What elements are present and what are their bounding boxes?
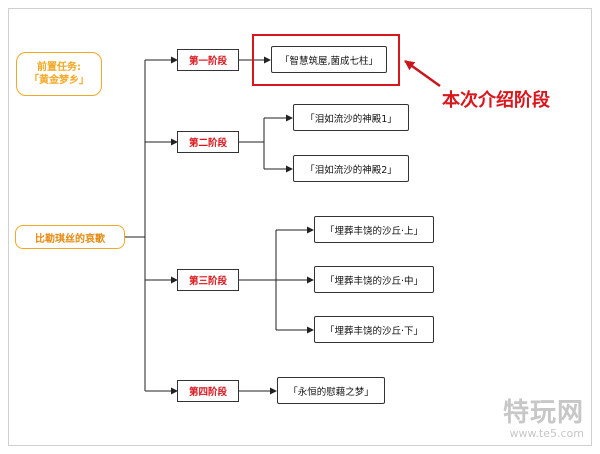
diagram-frame — [8, 8, 592, 446]
quest-3-2: 「埋葬丰饶的沙丘·中」 — [314, 266, 434, 293]
annotation-label: 本次介绍阶段 — [442, 90, 550, 111]
prerequisite-line1: 前置任务: — [37, 62, 81, 73]
stage-3-label: 第三阶段 — [188, 276, 227, 287]
site-watermark: 特玩网 www.te5.com — [503, 392, 584, 440]
stage-3: 第三阶段 — [177, 269, 239, 291]
stage-4-label: 第四阶段 — [188, 387, 227, 398]
quest-label: 「埋葬丰饶的沙丘·中」 — [324, 275, 424, 287]
annotation-arrow — [404, 59, 441, 88]
root-quest-label: 比勒琪丝的哀歌 — [35, 233, 105, 245]
current-stage-highlight — [252, 34, 400, 86]
quest-label: 「泪如流沙的神殿1」 — [305, 113, 397, 125]
prerequisite-line2: 「黄金梦乡」 — [29, 75, 89, 86]
stage-1: 第一阶段 — [177, 49, 239, 71]
stage-2-label: 第二阶段 — [188, 138, 227, 149]
quest-label: 「埋葬丰饶的沙丘·下」 — [324, 325, 424, 337]
stage-2: 第二阶段 — [177, 131, 239, 153]
quest-4-1: 「永恒的慰藉之梦」 — [277, 377, 385, 404]
prerequisite-quest: 前置任务: 「黄金梦乡」 — [16, 52, 102, 96]
stage-1-label: 第一阶段 — [188, 56, 227, 67]
quest-3-1: 「埋葬丰饶的沙丘·上」 — [314, 216, 434, 243]
quest-label: 「泪如流沙的神殿2」 — [305, 164, 397, 176]
quest-3-3: 「埋葬丰饶的沙丘·下」 — [314, 316, 434, 343]
watermark-url: www.te5.com — [509, 427, 584, 440]
quest-label: 「智慧筑屋,菌成七柱」 — [279, 55, 379, 67]
quest-label: 「永恒的慰藉之梦」 — [288, 386, 374, 398]
quest-label: 「埋葬丰饶的沙丘·上」 — [324, 225, 424, 237]
quest-2-1: 「泪如流沙的神殿1」 — [293, 104, 409, 131]
watermark-logo-text: 特玩网 — [502, 398, 584, 428]
stage-4: 第四阶段 — [177, 380, 239, 402]
root-quest: 比勒琪丝的哀歌 — [15, 225, 125, 249]
quest-2-2: 「泪如流沙的神殿2」 — [293, 155, 409, 182]
quest-1-1: 「智慧筑屋,菌成七柱」 — [271, 46, 387, 73]
